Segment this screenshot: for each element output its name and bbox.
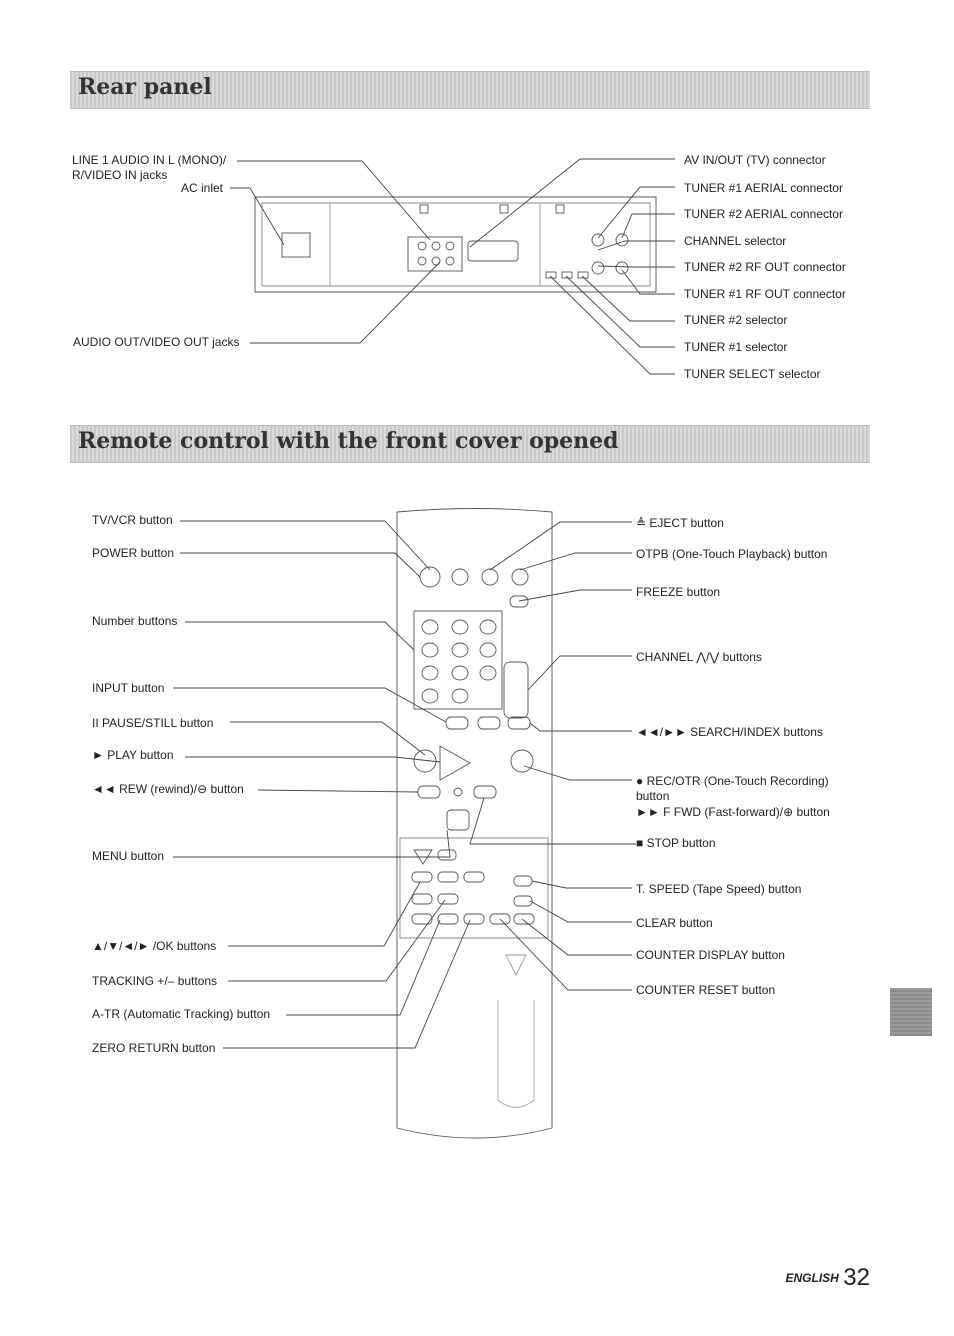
- label-line1-audio-in: LINE 1 AUDIO IN L (MONO)/: [72, 153, 227, 167]
- label-input-button: INPUT button: [92, 681, 165, 695]
- remote-leader-lines: [173, 520, 636, 1049]
- page-number: 32: [843, 1264, 870, 1291]
- label-search-index-buttons: ◄◄/►► SEARCH/INDEX buttons: [636, 725, 823, 739]
- label-audio-out: AUDIO OUT/VIDEO OUT jacks: [73, 335, 240, 349]
- label-rew-button: ◄◄ REW (rewind)/⊖ button: [92, 782, 244, 796]
- label-clear-button: CLEAR button: [636, 916, 713, 930]
- label-tuner2-aerial: TUNER #2 AERIAL connector: [684, 207, 843, 221]
- label-channel-buttons: CHANNEL ⋀/⋁ buttons: [636, 650, 762, 664]
- label-ac-inlet: AC inlet: [181, 181, 224, 195]
- label-video-in-jacks: R/VIDEO IN jacks: [72, 168, 168, 182]
- label-counter-reset-button: COUNTER RESET button: [636, 983, 776, 997]
- vcr-rear-panel-illustration: [254, 196, 657, 293]
- rear-panel-title: Rear panel: [78, 74, 212, 100]
- label-tracking-buttons: TRACKING +/– buttons: [92, 974, 218, 988]
- rear-panel-banner: Rear panel: [70, 71, 870, 109]
- label-av-inout: AV IN/OUT (TV) connector: [684, 153, 826, 167]
- section-tab-marker: [890, 988, 932, 1036]
- label-counter-display-button: COUNTER DISPLAY button: [636, 948, 785, 962]
- remote-banner: Remote control with the front cover open…: [70, 425, 870, 463]
- label-eject-button: ≜ EJECT button: [636, 516, 724, 530]
- label-power-button: POWER button: [92, 546, 175, 560]
- remote-control-illustration: [396, 508, 553, 1139]
- label-ffwd-button: ►► F FWD (Fast-forward)/⊕ button: [636, 805, 830, 819]
- label-rec-otr-button: ● REC/OTR (One-Touch Recording): [636, 774, 829, 788]
- label-tuner1-selector: TUNER #1 selector: [684, 340, 788, 354]
- label-play-button: ► PLAY button: [92, 748, 174, 762]
- label-tuner-select: TUNER SELECT selector: [684, 367, 821, 381]
- label-zero-return-button: ZERO RETURN button: [92, 1041, 216, 1055]
- label-pause-button: II PAUSE/STILL button: [92, 716, 214, 730]
- label-atr-button: A-TR (Automatic Tracking) button: [92, 1007, 271, 1021]
- label-channel-selector: CHANNEL selector: [684, 234, 787, 248]
- label-tuner1-aerial: TUNER #1 AERIAL connector: [684, 181, 843, 195]
- label-number-buttons: Number buttons: [92, 614, 178, 628]
- footer-language: ENGLISH: [785, 1271, 839, 1285]
- label-menu-button: MENU button: [92, 849, 165, 863]
- label-stop-button: ■ STOP button: [636, 836, 716, 850]
- label-otpb-button: OTPB (One-Touch Playback) button: [636, 547, 828, 561]
- rear-leader-lines: [230, 158, 675, 375]
- page-footer: ENGLISH 32: [786, 1264, 871, 1292]
- label-arrow-ok-buttons: ▲/▼/◄/► /OK buttons: [92, 939, 217, 953]
- label-rec-otr-button-cont: button: [636, 789, 670, 803]
- label-tspeed-button: T. SPEED (Tape Speed) button: [636, 882, 802, 896]
- label-tvvcr-button: TV/VCR button: [92, 513, 173, 527]
- label-freeze-button: FREEZE button: [636, 585, 721, 599]
- label-tuner2-selector: TUNER #2 selector: [684, 313, 788, 327]
- label-tuner2-rf-out: TUNER #2 RF OUT connector: [684, 260, 846, 274]
- remote-title: Remote control with the front cover open…: [78, 428, 619, 454]
- label-tuner1-rf-out: TUNER #1 RF OUT connector: [684, 287, 846, 301]
